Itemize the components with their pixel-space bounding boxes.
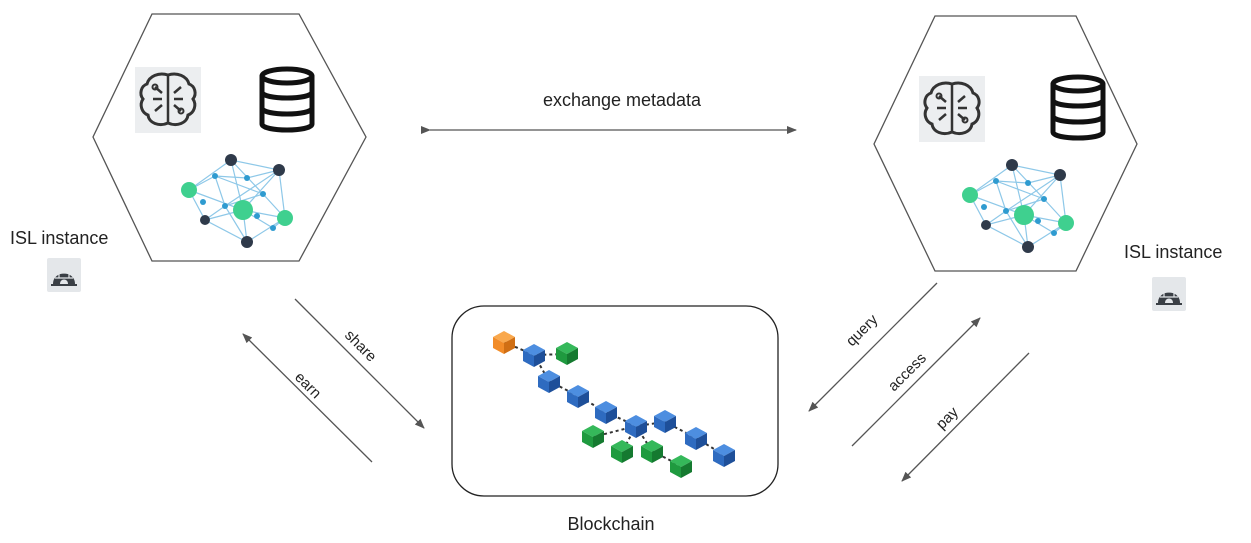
right-isl-node xyxy=(873,15,1138,272)
database-icon xyxy=(1053,77,1103,138)
pay-label: pay xyxy=(933,403,962,432)
left-isl-label: ISL instance xyxy=(10,228,108,248)
database-icon xyxy=(262,69,312,130)
query-arrow xyxy=(808,282,938,412)
exchange-metadata-label: exchange metadata xyxy=(543,90,702,110)
earn-label: earn xyxy=(291,369,324,402)
share-label: share xyxy=(341,327,380,366)
network-graph-icon xyxy=(961,158,1075,254)
left-igloo-icon xyxy=(46,257,82,293)
blockchain-box xyxy=(451,305,779,497)
blockchain-blocks-icon xyxy=(493,331,735,478)
earn-arrow xyxy=(242,333,373,463)
left-isl-hexagon xyxy=(92,13,367,262)
right-igloo-icon xyxy=(1151,276,1187,312)
brain-circuit-icon xyxy=(917,74,987,144)
blockchain-label: Blockchain xyxy=(567,514,654,534)
left-isl-node xyxy=(92,13,367,262)
brain-circuit-icon xyxy=(133,65,203,135)
right-isl-hexagon xyxy=(873,15,1138,272)
access-label: access xyxy=(885,350,930,395)
access-arrow xyxy=(851,317,981,447)
pay-arrow xyxy=(901,352,1030,482)
share-arrow xyxy=(294,298,425,429)
network-graph-icon xyxy=(180,153,294,249)
right-isl-label: ISL instance xyxy=(1124,242,1222,262)
